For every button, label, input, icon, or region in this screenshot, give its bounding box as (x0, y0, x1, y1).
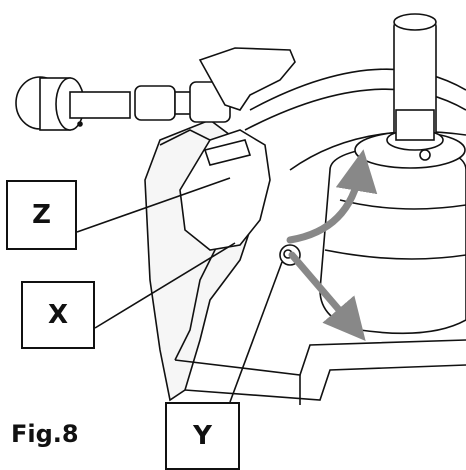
label-y: Y (165, 402, 240, 470)
leader-lines (76, 177, 283, 403)
straight-arrow (288, 251, 366, 341)
clamp-jaw (179, 47, 301, 266)
figure-caption: Fig.8 (11, 420, 79, 448)
label-x: X (21, 281, 95, 349)
curved-arrow (286, 149, 378, 244)
shaft (386, 13, 444, 161)
dome-assembly (319, 131, 466, 335)
adjustment-rod (15, 76, 231, 131)
label-z: Z (6, 180, 77, 250)
rotation-arrows (286, 149, 378, 341)
